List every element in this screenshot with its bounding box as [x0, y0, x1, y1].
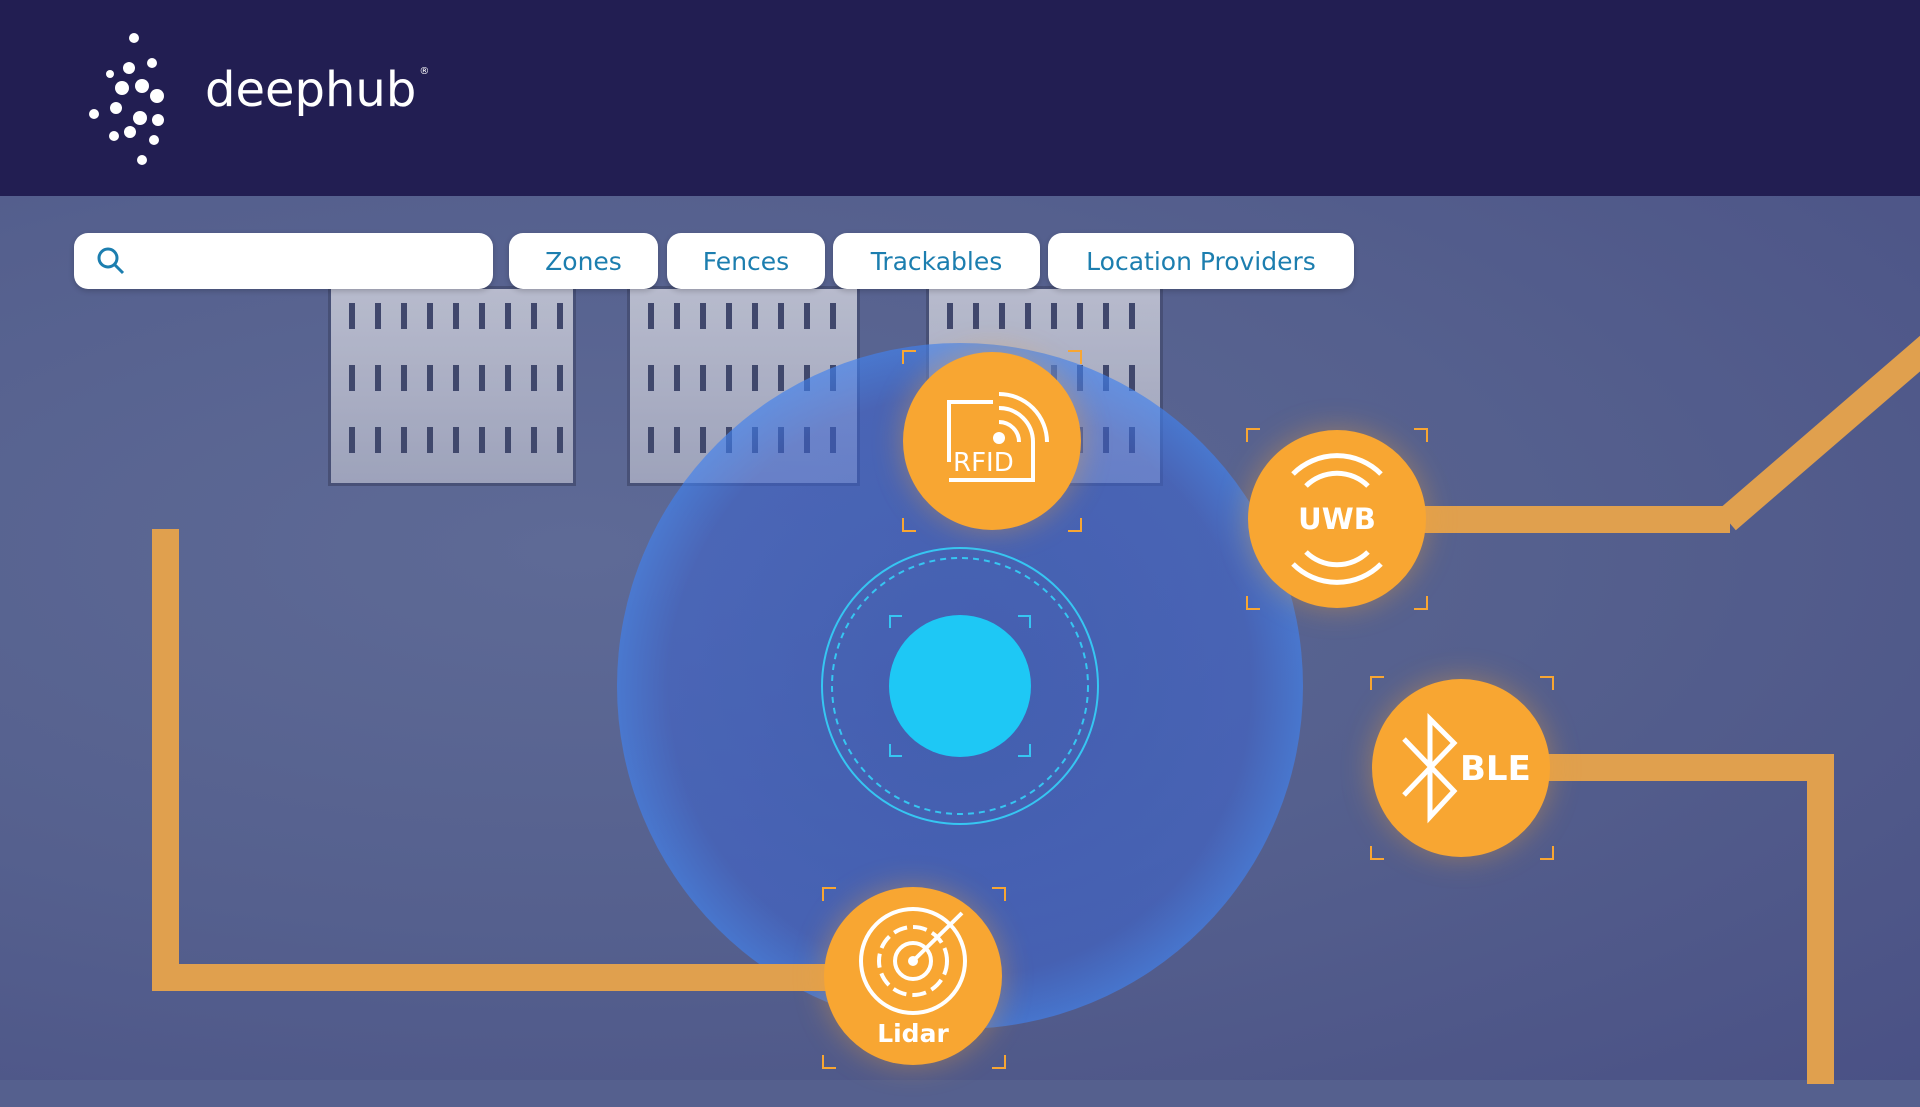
connector-line [152, 964, 872, 991]
rack-slot [648, 365, 654, 391]
ble-frame [1370, 676, 1554, 860]
uwb-label: UWB [1298, 502, 1376, 536]
rack-slot [401, 427, 407, 453]
registered-mark: ® [419, 66, 430, 77]
connector-line [1400, 506, 1730, 533]
logo-text: deephub [205, 62, 417, 118]
rack-slot [479, 303, 485, 329]
search-bar[interactable] [74, 233, 493, 289]
rack-slot [804, 303, 810, 329]
radar-icon [859, 907, 967, 1015]
connector-line [152, 529, 179, 991]
rack-slot [830, 303, 836, 329]
rack-slot [557, 303, 563, 329]
rack-slot [1129, 365, 1135, 391]
rack-slot [453, 303, 459, 329]
header: deephub ® [0, 0, 1920, 196]
rack-slot [375, 427, 381, 453]
search-input[interactable] [142, 247, 477, 275]
rack-slot [700, 303, 706, 329]
rack-slot [648, 303, 654, 329]
rack-slot [700, 427, 706, 453]
rack-slot [375, 303, 381, 329]
rack-slot [1051, 303, 1057, 329]
connector-line [1807, 754, 1834, 1084]
tab-trackables[interactable]: Trackables [833, 233, 1040, 289]
rack-slot [349, 365, 355, 391]
connector-line [1520, 754, 1834, 781]
lidar-node[interactable]: Lidar [824, 887, 1002, 1065]
rack-slot [531, 303, 537, 329]
rack-slot [557, 365, 563, 391]
rfid-node[interactable]: RFID [903, 352, 1081, 530]
rack-slot [505, 427, 511, 453]
rack-slot [557, 427, 563, 453]
logo-wordmark: deephub ® [205, 60, 429, 120]
rack-slot [778, 365, 784, 391]
rack-slot [1103, 303, 1109, 329]
rack-slot [375, 365, 381, 391]
rack-slot [401, 365, 407, 391]
ble-label: BLE [1460, 749, 1531, 789]
rack-slot [531, 365, 537, 391]
rack-slot [999, 303, 1005, 329]
uwb-node[interactable]: UWB [1248, 430, 1426, 608]
rack-slot [427, 303, 433, 329]
rack-slot [479, 365, 485, 391]
rack-slot [973, 303, 979, 329]
search-icon [97, 247, 125, 275]
rack-slot [674, 303, 680, 329]
rack-slot [427, 365, 433, 391]
rack-slot [726, 303, 732, 329]
tab-label: Fences [702, 246, 790, 276]
rack-slot [453, 365, 459, 391]
lidar-frame [822, 887, 1006, 1069]
connector-line [1718, 335, 1920, 531]
rack-slot [1077, 303, 1083, 329]
uwb-frame [1246, 428, 1428, 610]
rack-slot [453, 427, 459, 453]
shelf-rack [328, 286, 576, 486]
rack-slot [505, 365, 511, 391]
tab-zones[interactable]: Zones [509, 233, 658, 289]
rack-slot [778, 303, 784, 329]
rack-slot [349, 427, 355, 453]
rack-slot [1025, 303, 1031, 329]
rfid-icon [947, 392, 1049, 482]
rack-slot [648, 427, 654, 453]
uwb-icon [1291, 453, 1383, 585]
rack-slot [1129, 303, 1135, 329]
tab-label: Trackables [870, 246, 1003, 276]
rack-slot [401, 303, 407, 329]
ble-node[interactable]: BLE [1372, 679, 1550, 857]
deephub-logo-icon [89, 33, 164, 165]
tab-fences[interactable]: Fences [667, 233, 825, 289]
rack-slot [700, 365, 706, 391]
rfid-frame [902, 350, 1082, 532]
rack-slot [752, 365, 758, 391]
rack-slot [531, 427, 537, 453]
rack-slot [752, 303, 758, 329]
rack-slot [726, 365, 732, 391]
rfid-label: RFID [953, 448, 1014, 478]
bluetooth-icon [1402, 712, 1458, 824]
tab-label: Location Providers [1086, 246, 1316, 276]
tracked-object [821, 547, 1099, 825]
tab-label: Zones [545, 246, 622, 276]
tab-location-providers[interactable]: Location Providers [1048, 233, 1354, 289]
rack-slot [505, 303, 511, 329]
rack-slot [674, 365, 680, 391]
rack-slot [349, 303, 355, 329]
rack-slot [674, 427, 680, 453]
rack-slot [479, 427, 485, 453]
lidar-label: Lidar [877, 1019, 949, 1048]
rack-slot [947, 303, 953, 329]
rack-slot [427, 427, 433, 453]
